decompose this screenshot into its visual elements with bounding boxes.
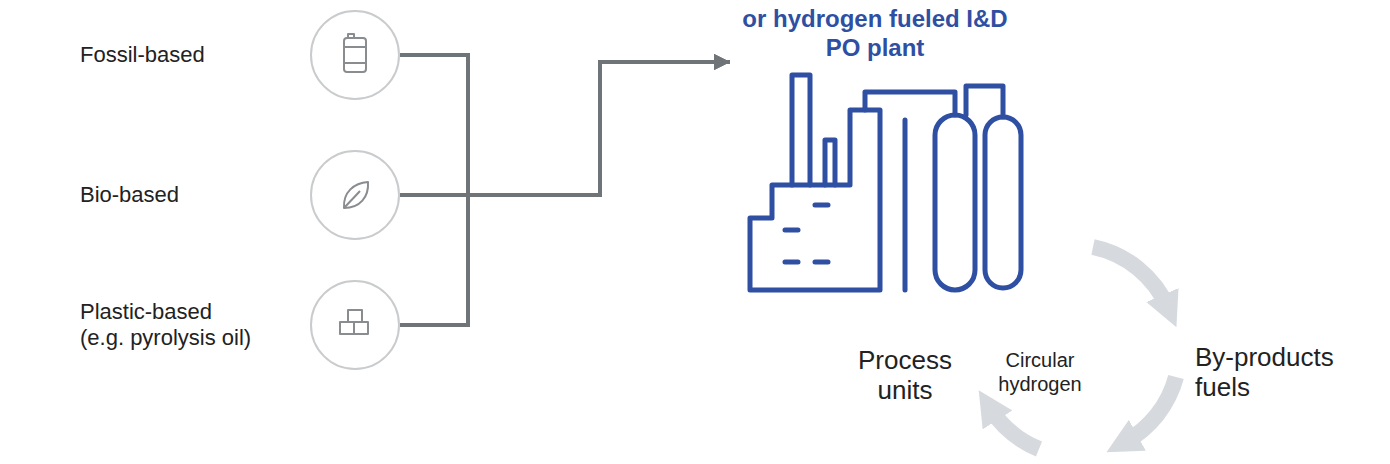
plant-title: or hydrogen fueled I&D PO plant (740, 4, 1010, 62)
plant-node: or hydrogen fueled I&D PO plantProcess u… (730, 0, 1110, 410)
source-node: Bio-based (60, 150, 400, 240)
unit-label: Process units (835, 345, 975, 405)
cycle-arrow (1093, 247, 1168, 308)
feed-connector (400, 55, 730, 195)
source-circle (310, 150, 400, 240)
feed-connector (400, 62, 730, 195)
barrel-icon (344, 34, 366, 72)
source-label: Plastic-based (e.g. pyrolysis oil) (80, 299, 256, 351)
cycle-arrow (1125, 377, 1176, 442)
byproduct-label: By-products fuels (1195, 342, 1365, 402)
unit-label: Circular hydrogen (985, 348, 1095, 396)
source-node: Fossil-based (60, 10, 400, 100)
feed-connector (400, 62, 730, 325)
cycle-arrow (990, 408, 1039, 449)
source-circle (310, 10, 400, 100)
leaf-icon (344, 182, 368, 208)
source-label: Fossil-based (80, 42, 256, 68)
boxes-icon (340, 310, 368, 334)
source-circle (310, 280, 400, 370)
source-node: Plastic-based (e.g. pyrolysis oil) (60, 280, 400, 370)
source-label: Bio-based (80, 182, 256, 208)
source-icons (340, 34, 368, 334)
